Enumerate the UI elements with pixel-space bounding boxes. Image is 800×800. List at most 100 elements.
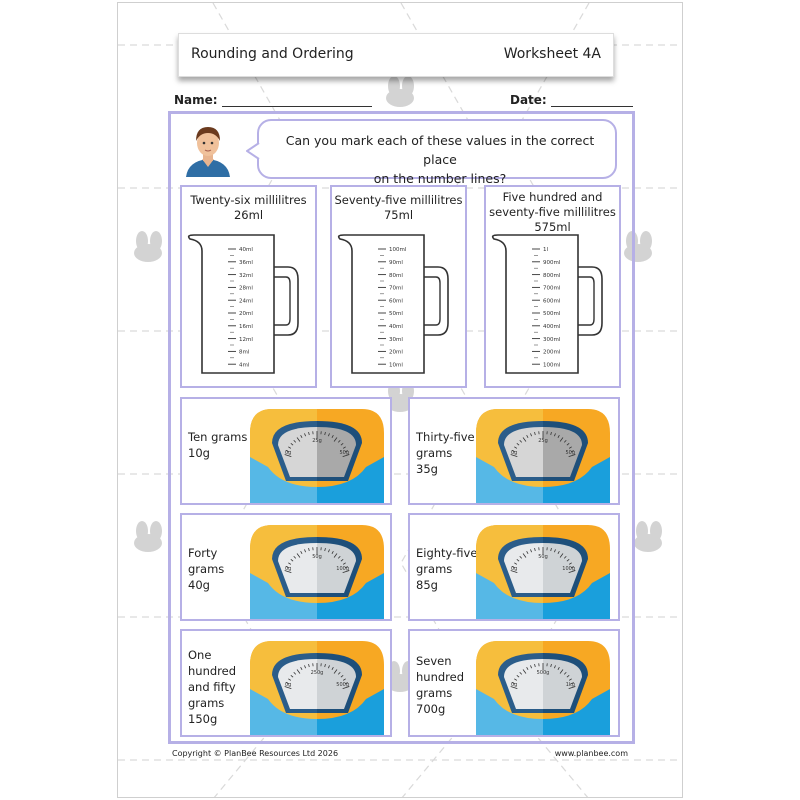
scale-tick (514, 446, 518, 449)
jug-tick-label: 32ml (239, 273, 253, 279)
jug-name-1: Twenty-six millilitres (190, 193, 307, 207)
scale-label-line: and fifty (188, 680, 236, 694)
scale-tick (284, 454, 292, 458)
date-line[interactable] (550, 106, 633, 107)
scale-tick (519, 671, 523, 675)
date-field[interactable]: Date: (510, 93, 633, 107)
scale-tick (570, 566, 574, 569)
scale-label-line: grams (188, 562, 225, 576)
scale-max-label: 1kg (566, 682, 575, 688)
scale-tick (570, 450, 574, 453)
scale-tick (557, 667, 560, 671)
scale-base-right (543, 573, 610, 619)
scale-tick (308, 547, 310, 552)
scale-mid-label: 50g (538, 554, 548, 560)
jug-tick-label: 36ml (239, 260, 253, 266)
scale-tick (344, 682, 348, 685)
jug-value-2: 75ml (383, 208, 414, 222)
scale-label-line: Forty (188, 546, 218, 560)
scale-tick (331, 551, 334, 555)
scale-tick (290, 559, 294, 562)
scale-tick (554, 549, 556, 553)
measuring-jug-icon-2[interactable]: 100ml90ml80ml70ml60ml50ml40ml30ml20ml10m… (332, 231, 465, 381)
scale-tick (286, 566, 290, 569)
scale-label-line: Thirty-five (416, 430, 475, 444)
scale-tick (342, 686, 350, 690)
scale-min-label: 0g (285, 566, 291, 572)
website-link[interactable]: www.planbee.com (554, 749, 628, 758)
scale-tick (293, 555, 297, 559)
scale-tick (550, 431, 552, 436)
scale-base-right (543, 457, 610, 503)
scale-tick (340, 559, 344, 562)
scale-label-line: One (188, 648, 212, 662)
name-field[interactable]: Name: (174, 93, 372, 107)
scale-tick (344, 450, 348, 453)
jug-value-3: 575ml (534, 220, 571, 234)
jug-name-2: Seventy-five millilitres (334, 193, 463, 207)
scale-base-right (317, 689, 384, 735)
scale-tick (344, 566, 348, 569)
jug-tick-label: 400ml (543, 324, 561, 330)
jug-tick-label: 90ml (389, 260, 403, 266)
scale-label-line: 40g (188, 578, 210, 592)
scale-tick (568, 446, 572, 449)
scale-min-label: 0g (511, 682, 517, 688)
jug-tick-label: 24ml (239, 298, 253, 304)
scale-tick (293, 671, 297, 675)
scale-tick (288, 562, 292, 565)
scale-tick (288, 678, 292, 681)
scale-tick (333, 669, 338, 674)
boy-avatar-icon (186, 127, 230, 177)
jug-tick-label: 50ml (389, 311, 403, 317)
jug-tick-label: 30ml (389, 337, 403, 343)
measuring-jug-icon-3[interactable]: 1l900ml800ml700ml600ml500ml400ml300ml200… (486, 231, 619, 381)
scale-tick (519, 555, 523, 559)
scale-face-left (278, 543, 317, 593)
scale-tick (342, 446, 346, 449)
scale-min-label: 0g (511, 566, 517, 572)
scale-tick (304, 549, 306, 553)
scale-tick (337, 555, 341, 559)
scale-label-3: Forty grams 40g (188, 545, 224, 593)
scale-base-right (543, 689, 610, 735)
scale-mid-label: 25g (538, 438, 548, 444)
jug-tick-label: 500ml (543, 311, 561, 317)
jug-tick-label: 40ml (389, 324, 403, 330)
scale-tick (342, 570, 350, 574)
name-label: Name: (174, 93, 218, 107)
scale-tick (550, 663, 552, 668)
scale-label-line: grams (188, 696, 225, 710)
scale-tick (566, 559, 570, 562)
scale-base-left (250, 457, 317, 503)
jug-value-1: 26ml (233, 208, 264, 222)
jug-tick-label: 4ml (239, 362, 250, 368)
speech-bubble: Can you mark each of these values in the… (257, 119, 617, 186)
scale-tick (512, 682, 516, 685)
scale-mid-label: 50g (312, 554, 322, 560)
scale-face-left (278, 427, 317, 477)
scale-label-line: 10g (188, 446, 210, 460)
date-label: Date: (510, 93, 547, 107)
jug-tick-label: 20ml (239, 311, 253, 317)
scale-tick (568, 570, 576, 574)
jug-tick-label: 100ml (389, 247, 407, 253)
scale-tick (512, 566, 516, 569)
jug-label-2: Seventy-five millilitres 75ml (332, 193, 465, 223)
scale-tick (288, 446, 292, 449)
scale-label-line: 85g (416, 578, 438, 592)
scale-min-label: 0g (285, 682, 291, 688)
jug-card-3: Five hundred and seventy-five millilitre… (484, 185, 621, 388)
name-line[interactable] (221, 106, 372, 107)
